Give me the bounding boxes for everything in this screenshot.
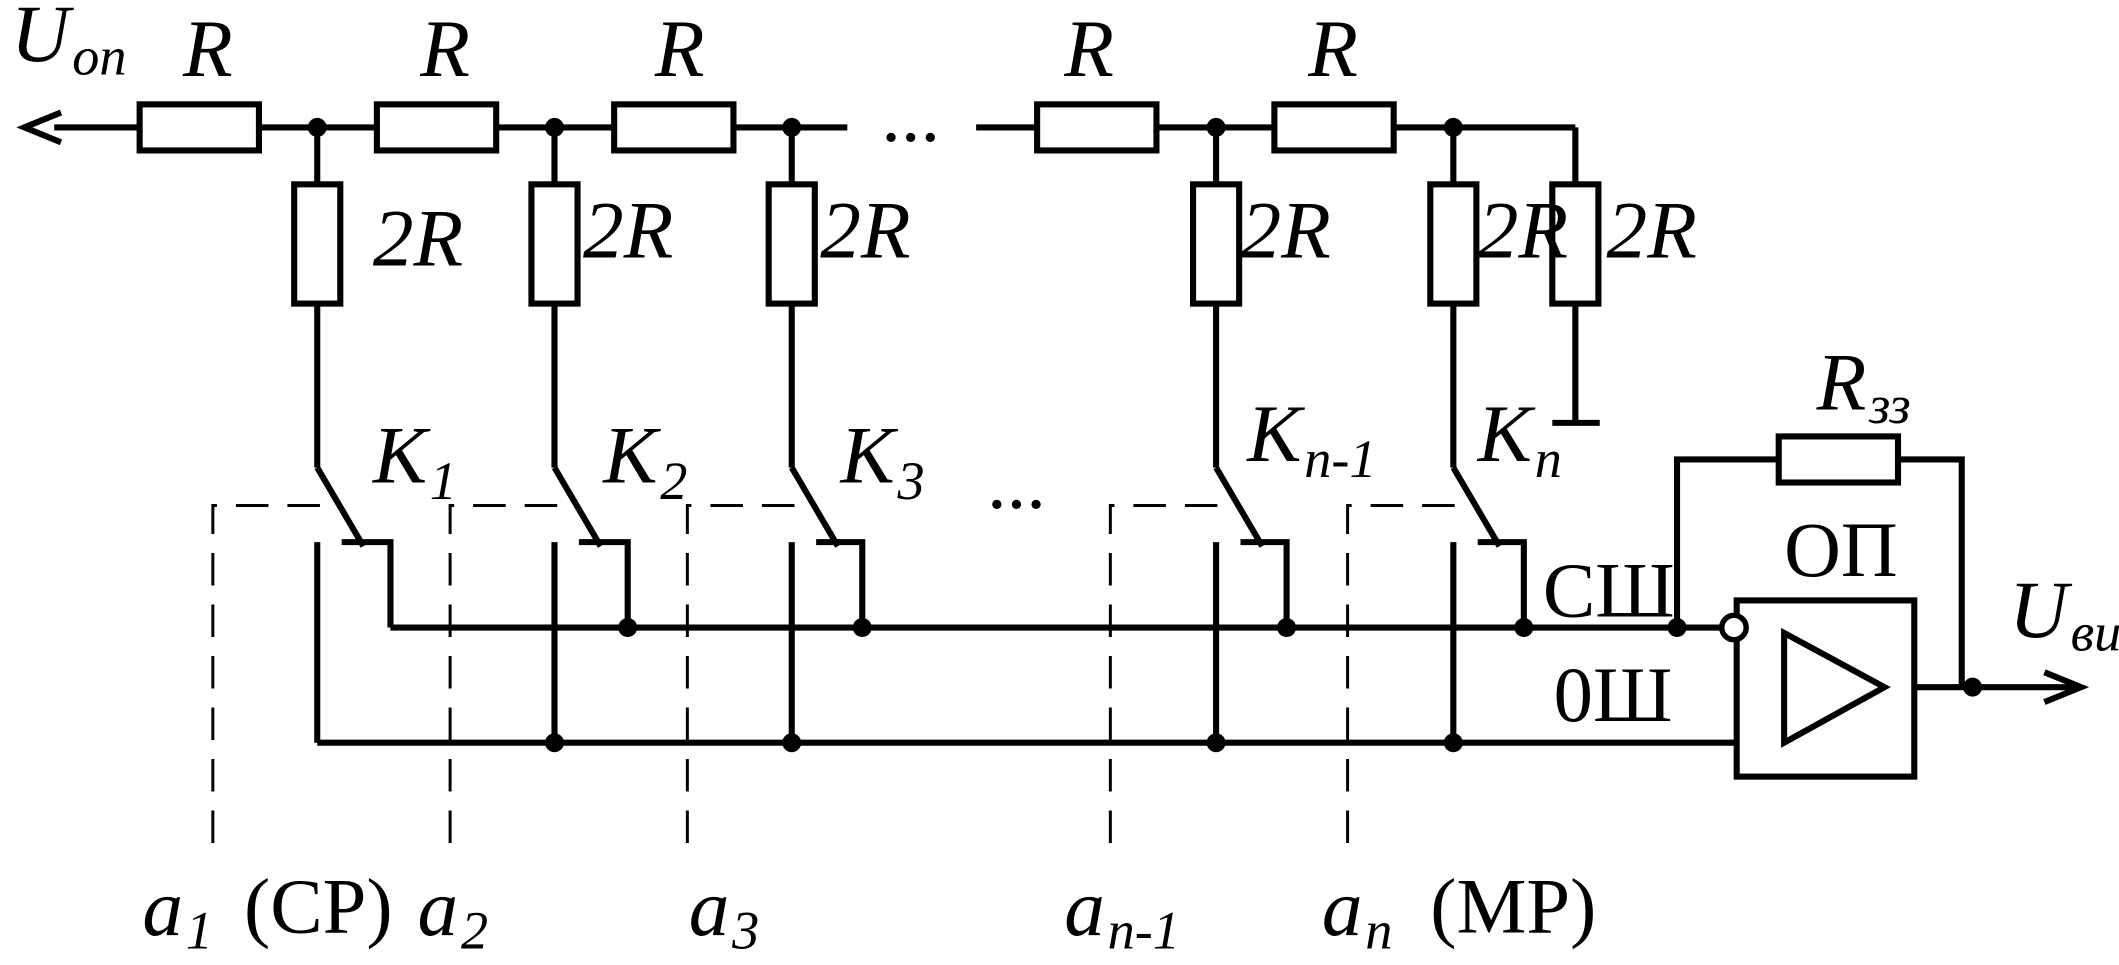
zero-bus-node-2 — [545, 733, 564, 753]
ladder-node-5 — [1443, 117, 1463, 137]
ladder-ellipsis: ... — [881, 72, 940, 159]
series-resistor-4 — [1034, 101, 1160, 154]
switch-label-4: Kn-1 — [1246, 389, 1376, 489]
ladder-node-4 — [1206, 117, 1226, 137]
series-resistor-1 — [136, 101, 262, 154]
switch-2 — [551, 466, 631, 743]
feedback-resistor-label: Rзз — [1816, 337, 1911, 435]
lsb-label: (МР) — [1430, 863, 1596, 950]
series-resistor-label-5: R — [1307, 4, 1358, 94]
switch-3 — [788, 466, 866, 743]
zero-bus-node-4 — [1206, 733, 1226, 753]
switch-label-2: K2 — [602, 411, 687, 511]
series-resistor-label-1: R — [182, 4, 233, 94]
bit-label-4: an-1 — [1064, 863, 1180, 961]
bit-label-2: a2 — [418, 863, 489, 961]
zero-bus-label: 0Ш — [1554, 652, 1673, 739]
shunt-resistor-label-2: 2R — [583, 186, 673, 276]
sum-bus-node-4 — [1277, 618, 1297, 638]
output-voltage-label: Uвих — [2009, 565, 2119, 663]
shunt-resistor-label-3: 2R — [820, 186, 910, 276]
switch-label-3: K3 — [840, 411, 925, 511]
shunt-resistor-1 — [291, 181, 344, 307]
bit-label-1: a1 — [142, 863, 213, 961]
opamp-triangle — [1781, 627, 1891, 748]
feedback-resistor — [1775, 433, 1902, 486]
series-resistor-label-2: R — [419, 4, 470, 94]
shunt-resistor-label-1: 2R — [373, 194, 463, 284]
shunt-resistor-3 — [765, 181, 818, 307]
series-resistor-label-3: R — [654, 4, 705, 94]
shunt-resistor-label-5: 2R — [1478, 186, 1568, 276]
shunt-resistor-4 — [1189, 181, 1243, 307]
termination-resistor-label: 2R — [1607, 186, 1697, 276]
switch-4 — [1213, 466, 1290, 743]
output-node — [1963, 677, 1983, 697]
msb-label: (СР) — [244, 863, 393, 950]
shunt-resistor-2 — [528, 181, 581, 307]
bit-label-5: an — [1322, 863, 1393, 961]
shunt-resistor-label-4: 2R — [1240, 186, 1330, 276]
opamp-label: ОП — [1784, 507, 1898, 594]
shunt-resistor-5 — [1427, 181, 1480, 307]
ladder-node-3 — [782, 117, 802, 137]
sum-bus-label: СШ — [1543, 548, 1675, 635]
switch-5 — [1450, 466, 1527, 743]
ladder-node-2 — [545, 117, 564, 137]
switch-ellipsis: ... — [987, 439, 1046, 526]
sum-bus-node-2 — [618, 618, 638, 638]
opamp-inverting-input — [1719, 612, 1749, 643]
switch-label-1: K1 — [372, 411, 457, 511]
ladder-node-1 — [307, 117, 327, 137]
zero-bus-node-3 — [782, 733, 802, 753]
switch-label-5: Kn — [1477, 389, 1562, 489]
bit-control-lines — [211, 504, 1473, 844]
switch-1 — [314, 466, 394, 743]
sum-bus-node-5 — [1514, 618, 1534, 638]
sum-bus-node-3 — [852, 618, 872, 638]
bit-label-3: a3 — [689, 863, 760, 961]
series-resistor-3 — [611, 101, 737, 154]
ref-voltage-label: Uоп — [11, 0, 127, 87]
termination-resistor — [1549, 181, 1602, 307]
series-resistor-5 — [1271, 101, 1397, 154]
output-arrow — [2043, 669, 2090, 705]
series-resistor-2 — [373, 101, 500, 154]
zero-bus-node-5 — [1443, 733, 1463, 753]
series-resistor-label-4: R — [1063, 4, 1114, 94]
